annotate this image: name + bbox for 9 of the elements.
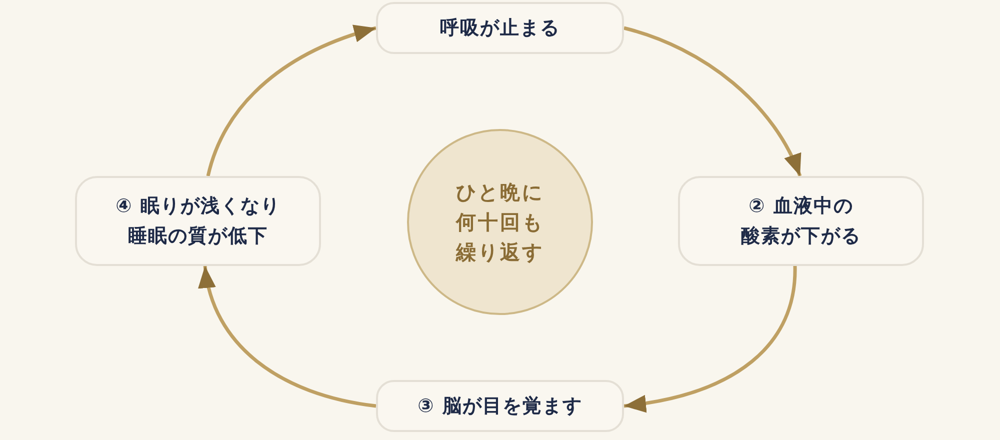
step-box: ③ 脳が目を覚ます: [376, 380, 624, 432]
step-box: 呼吸が止まる: [376, 2, 624, 54]
step-box: ② 血液中の酸素が下がる: [678, 176, 924, 266]
step-box: ④ 眠りが浅くなり睡眠の質が低下: [75, 176, 321, 266]
center-circle: ひと晩に何十回も繰り返す: [407, 129, 593, 315]
arrow: [206, 25, 376, 176]
arrow: [624, 266, 797, 412]
arrow: [624, 26, 802, 177]
arrow: [200, 266, 376, 408]
